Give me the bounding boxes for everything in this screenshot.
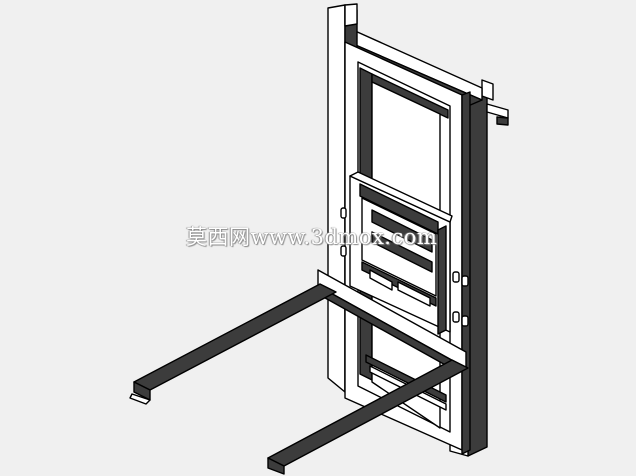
watermark-text: 莫西网www.3dmox.com (186, 225, 438, 249)
left-fork (129, 283, 337, 405)
carriage (349, 171, 453, 335)
right-fork (267, 359, 469, 475)
bolts (340, 207, 469, 327)
